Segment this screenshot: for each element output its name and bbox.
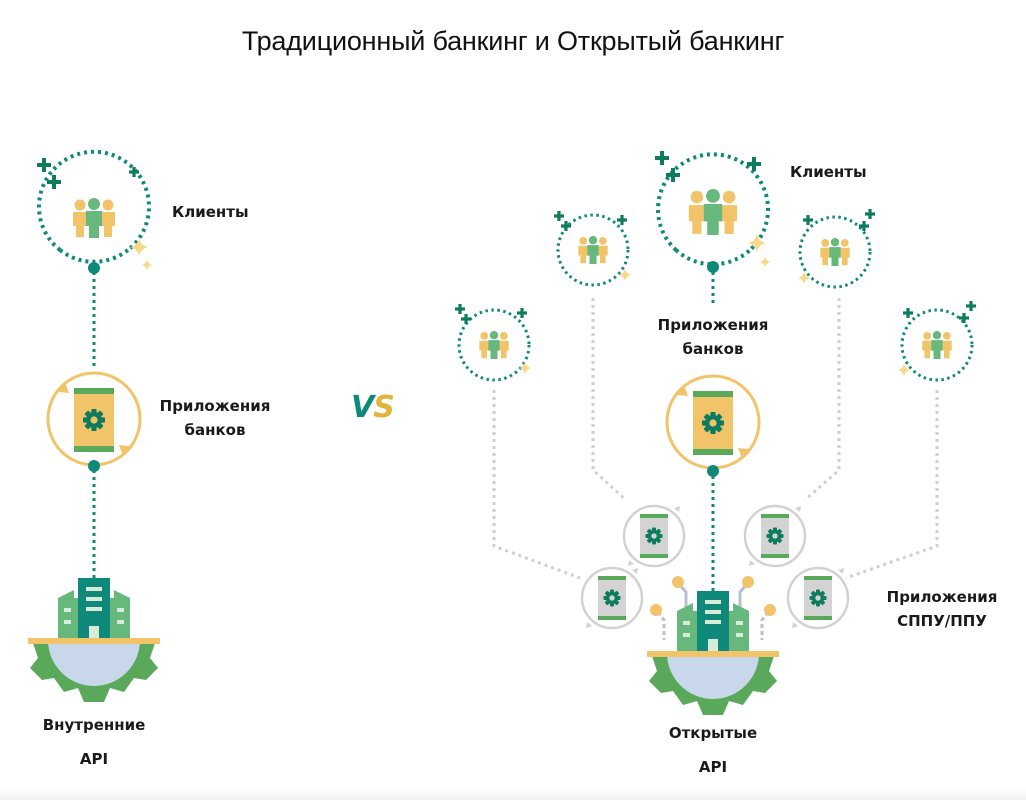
arrow-icon bbox=[738, 448, 749, 459]
dotted-ring bbox=[37, 149, 151, 252]
plus-icon bbox=[617, 215, 627, 225]
traditional-api-label: Внутренние API bbox=[42, 716, 146, 768]
vs-label: VS bbox=[351, 390, 395, 425]
plus-icon bbox=[865, 209, 875, 219]
connector-dot bbox=[88, 262, 100, 274]
arrow-icon bbox=[677, 385, 688, 396]
arrow-icon bbox=[119, 445, 130, 456]
client-node-small bbox=[455, 304, 532, 382]
traditional-clients-node bbox=[37, 149, 153, 274]
plus-icon bbox=[959, 313, 969, 323]
arrow-icon bbox=[58, 382, 69, 393]
sparkle-icon bbox=[759, 256, 771, 268]
traditional-bank-apps-label: Приложения банков bbox=[159, 397, 271, 439]
plus-icon bbox=[966, 301, 976, 311]
traditional-clients-label: Клиенты bbox=[172, 203, 249, 221]
footer-band bbox=[0, 788, 1026, 800]
third-party-app-icon bbox=[624, 506, 684, 566]
plus-icon bbox=[37, 158, 51, 172]
connector-dot bbox=[88, 460, 100, 472]
third-party-app-icon bbox=[582, 568, 642, 628]
sparkle-icon bbox=[141, 259, 153, 271]
plus-icon bbox=[461, 314, 471, 324]
gear-icon bbox=[83, 409, 105, 431]
sparkle-icon bbox=[518, 361, 532, 375]
open-api-label: Открытые API bbox=[668, 724, 758, 776]
sparkle-icon bbox=[618, 268, 632, 282]
third-party-connectors bbox=[492, 298, 939, 580]
gear-icon bbox=[702, 412, 724, 434]
people-group-icon bbox=[73, 198, 115, 238]
people-group-icon bbox=[578, 236, 608, 264]
people-group-icon bbox=[820, 238, 850, 266]
plus-icon bbox=[129, 167, 139, 177]
third-party-app-icon bbox=[745, 506, 805, 566]
client-node-small bbox=[897, 301, 976, 382]
open-bank-app-node bbox=[665, 374, 761, 477]
plus-icon bbox=[655, 151, 669, 165]
sparkle-icon bbox=[748, 234, 766, 252]
page-title: Традиционный банкинг и Открытый банкинг bbox=[241, 26, 785, 56]
dotted-ring bbox=[58, 248, 130, 264]
plus-icon bbox=[554, 211, 564, 221]
sparkle-icon bbox=[130, 238, 148, 256]
api-connectors bbox=[650, 576, 776, 640]
plus-icon bbox=[747, 157, 761, 171]
sparkle-icon bbox=[897, 363, 911, 377]
building-gear-icon bbox=[647, 591, 779, 715]
open-bank-apps-label: Приложения банков bbox=[657, 316, 769, 358]
building-gear-icon bbox=[28, 578, 160, 702]
plus-icon bbox=[803, 215, 813, 225]
client-node-small bbox=[554, 211, 632, 287]
third-party-apps-label: Приложения СППУ/ППУ bbox=[886, 588, 998, 630]
traditional-bank-app-node bbox=[46, 371, 142, 472]
people-group-icon bbox=[922, 331, 952, 359]
client-node-small bbox=[797, 209, 875, 289]
plus-icon bbox=[903, 308, 913, 318]
people-group-icon bbox=[688, 189, 738, 235]
plus-icon bbox=[47, 175, 61, 189]
plus-icon bbox=[517, 308, 527, 318]
people-group-icon bbox=[479, 331, 509, 359]
plus-icon bbox=[455, 304, 465, 314]
open-clients-node bbox=[655, 151, 771, 305]
third-party-app-icon bbox=[788, 568, 848, 628]
open-clients-label: Клиенты bbox=[790, 163, 867, 181]
